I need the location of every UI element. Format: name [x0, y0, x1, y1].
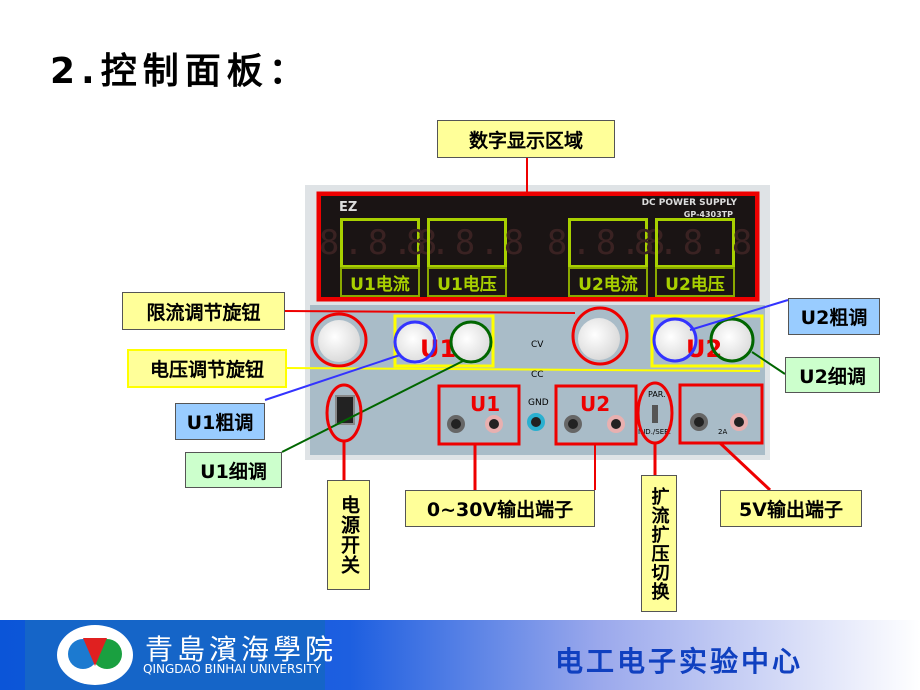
callout-output-5v: 5V输出端子 [720, 490, 862, 527]
callout-voltage-knob: 电压调节旋钮 [127, 349, 287, 388]
callout-power-switch: 电源开关 [327, 480, 370, 590]
callout-u1-coarse: U1粗调 [175, 403, 265, 440]
school-emblem-icon [57, 625, 133, 685]
display-label-u1-voltage: U1电压 [427, 267, 507, 297]
u2-plus-terminal[interactable] [607, 415, 625, 433]
gnd-terminal[interactable] [527, 413, 545, 431]
u2-output-label: U2 [580, 392, 611, 416]
school-logo-area [25, 620, 325, 690]
school-name: 青島濱海學院 [145, 633, 338, 666]
5v-plus-terminal[interactable] [730, 413, 748, 431]
5v-minus-terminal[interactable] [690, 413, 708, 431]
par-ser-toggle[interactable] [652, 405, 658, 423]
u2-minus-terminal[interactable] [564, 415, 582, 433]
display-box [316, 191, 760, 302]
device-model: GP-4303TP [683, 210, 733, 219]
display-label-u1-current: U1电流 [340, 267, 420, 297]
callout-current-limit-knob: 限流调节旋钮 [122, 292, 285, 330]
callout-u2-coarse: U2粗调 [788, 298, 880, 335]
cv-label: CV [531, 340, 544, 350]
display-label-u2-current: U2电流 [568, 267, 648, 297]
u1-plus-terminal[interactable] [485, 415, 503, 433]
callout-display-area: 数字显示区域 [437, 120, 615, 158]
brand-logo: EZ [339, 200, 358, 215]
u1-current-knob[interactable] [318, 320, 360, 362]
amp-label: 2A [718, 428, 728, 436]
callout-u2-fine: U2细调 [785, 357, 880, 393]
par-label: PAR. [648, 390, 666, 399]
display-label-u2-voltage: U2电压 [655, 267, 735, 297]
school-name-en: QINGDAO BINHAI UNIVERSITY [143, 662, 322, 676]
cc-label: CC [531, 370, 544, 380]
callout-par-ser-switch: 扩流扩压切换 [641, 475, 677, 612]
device-name: DC POWER SUPPLY [641, 198, 737, 208]
lab-center-name: 电工电子实验中心 [555, 645, 804, 678]
u1-output-label: U1 [470, 392, 501, 416]
callout-u1-fine: U1细调 [185, 452, 282, 488]
slide-title: 2.控制面板： [50, 51, 311, 92]
u2-current-knob[interactable] [578, 318, 620, 360]
callout-output-0-30v: 0~30V输出端子 [405, 490, 595, 527]
ser-label: IND./SER. [638, 428, 671, 436]
u1-minus-terminal[interactable] [447, 415, 465, 433]
gnd-label: GND [528, 398, 549, 408]
u2-knob-label: U2 [686, 335, 723, 363]
